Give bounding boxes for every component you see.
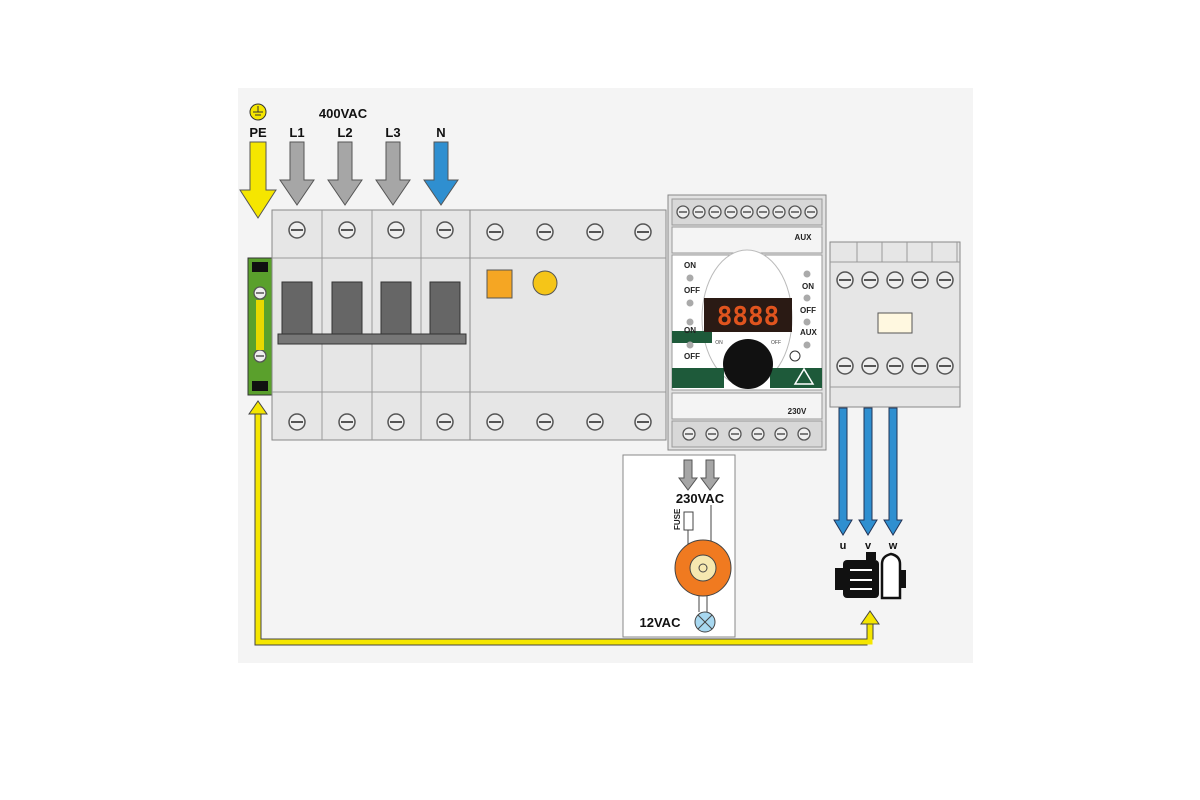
terminal-screw bbox=[724, 205, 738, 219]
phase-arrow-l3 bbox=[375, 141, 411, 206]
terminal-screw bbox=[861, 271, 879, 289]
motor-phase-label-v: v bbox=[865, 540, 872, 552]
terminal-screw bbox=[911, 357, 929, 375]
aux-top-label: AUX bbox=[795, 233, 813, 242]
rcd-test-button bbox=[486, 269, 513, 299]
lighting-transformer-box: 230VAC FUSE 12VAC bbox=[622, 454, 736, 638]
aux-label: AUX bbox=[800, 328, 818, 337]
ground-icon bbox=[249, 103, 267, 121]
on1-label: ON bbox=[684, 261, 696, 270]
on-right-label: ON bbox=[802, 282, 814, 291]
terminal-screw bbox=[936, 271, 954, 289]
terminal-screw bbox=[911, 271, 929, 289]
earth-wire bbox=[248, 400, 880, 646]
pe-label: PE bbox=[249, 125, 267, 140]
warning-icon bbox=[793, 367, 815, 385]
terminal-screw bbox=[804, 205, 818, 219]
phase-arrow-l1 bbox=[279, 141, 315, 206]
contactor bbox=[829, 241, 961, 408]
terminal-screw bbox=[708, 205, 722, 219]
clock-icon bbox=[789, 350, 801, 362]
phase-label-l3: L3 bbox=[385, 125, 400, 140]
terminal-screw bbox=[676, 205, 690, 219]
knob-right-label: OFF bbox=[771, 340, 781, 346]
terminal-screw bbox=[751, 427, 765, 441]
motor-phase-label-u: u bbox=[840, 540, 847, 552]
pe-arrow bbox=[239, 141, 277, 219]
terminal-screw bbox=[797, 427, 811, 441]
pump-motor-icon bbox=[835, 552, 906, 600]
terminal-screw bbox=[682, 427, 696, 441]
off-right-label: OFF bbox=[800, 306, 816, 315]
residual-current-device bbox=[469, 209, 667, 441]
pump-controller: AUX ON OFF ON OFF ON OFF AUX 8888 ON OFF… bbox=[667, 194, 827, 451]
phase-arrow-l2 bbox=[327, 141, 363, 206]
off1-label: OFF bbox=[684, 286, 700, 295]
terminal-screw bbox=[861, 357, 879, 375]
terminal-screw bbox=[705, 427, 719, 441]
terminal-screw bbox=[936, 357, 954, 375]
on2-label: ON bbox=[684, 326, 696, 335]
motor-wire-u bbox=[833, 407, 853, 536]
phase-arrow-n bbox=[423, 141, 459, 206]
motor-phase-label-w: w bbox=[888, 540, 898, 552]
fuse-label: FUSE bbox=[673, 508, 682, 530]
led-display bbox=[704, 298, 792, 332]
lamp-icon bbox=[694, 611, 716, 633]
supply-voltage-label: 400VAC bbox=[319, 106, 368, 121]
fuse-icon bbox=[683, 511, 694, 531]
terminal-screw bbox=[788, 205, 802, 219]
terminal-screw bbox=[728, 427, 742, 441]
motor-wire-w bbox=[883, 407, 903, 536]
led-display-value: 8888 bbox=[717, 302, 780, 332]
terminal-screw bbox=[886, 357, 904, 375]
phase-label-l1: L1 bbox=[289, 125, 304, 140]
phase-label-l2: L2 bbox=[337, 125, 352, 140]
voltage-out-label: 12VAC bbox=[640, 615, 682, 630]
phase-label-n: N bbox=[436, 125, 445, 140]
terminal-screw bbox=[740, 205, 754, 219]
rcd-indicator bbox=[532, 270, 558, 296]
terminal-screw bbox=[836, 357, 854, 375]
terminal-screw bbox=[692, 205, 706, 219]
terminal-screw bbox=[774, 427, 788, 441]
knob-left-label: ON bbox=[715, 340, 723, 346]
terminal-screw bbox=[756, 205, 770, 219]
earth-terminal-strip bbox=[247, 257, 273, 396]
bottom-voltage-label: 230V bbox=[788, 407, 807, 416]
voltage-in-label: 230VAC bbox=[676, 491, 725, 506]
terminal-screw bbox=[772, 205, 786, 219]
terminal-screw bbox=[886, 271, 904, 289]
terminal-screw bbox=[836, 271, 854, 289]
off2-label: OFF bbox=[684, 352, 700, 361]
circuit-breaker bbox=[271, 209, 471, 441]
motor-wire-v bbox=[858, 407, 878, 536]
control-knob bbox=[723, 339, 773, 389]
